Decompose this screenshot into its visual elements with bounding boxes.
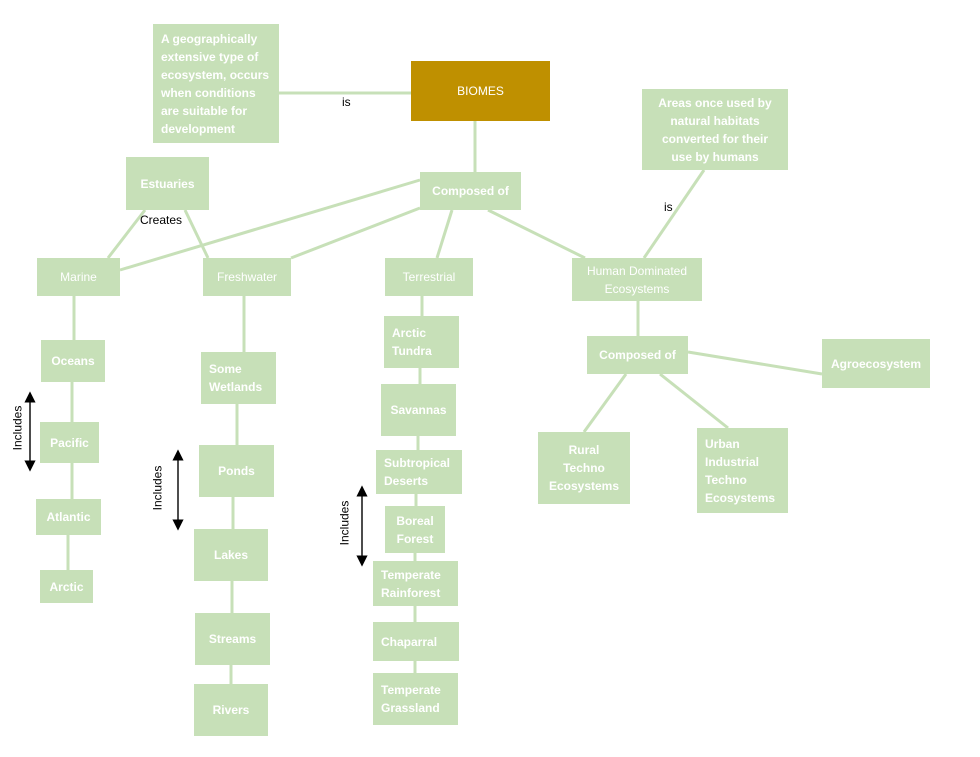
arctic-tundra-node: Arctic Tundra <box>384 316 459 368</box>
connector-composed-marine <box>119 178 421 272</box>
arctic-node: Arctic <box>40 570 93 603</box>
connector-composed-rural <box>582 373 628 433</box>
is-label-root: is <box>342 95 351 109</box>
connector-estuaries-marine <box>106 209 147 259</box>
agroecosystem-node: Agroecosystem <box>822 339 930 388</box>
oceans-node: Oceans <box>41 340 105 382</box>
temperate-rainforest-node: Temperate Rainforest <box>373 561 458 606</box>
atlantic-node: Atlantic <box>36 499 101 535</box>
connector-composed-terrestrial <box>435 209 454 259</box>
human-dominated-node: Human Dominated Ecosystems <box>572 258 702 301</box>
some-wetlands-node: Some Wetlands <box>201 352 276 404</box>
biomes-root-node: BIOMES <box>411 61 550 121</box>
includes-label-freshwater: Includes <box>150 465 165 511</box>
biome-definition-box: A geographically extensive type of ecosy… <box>153 24 279 143</box>
urban-industrial-node: Urban Industrial Techno Ecosystems <box>697 428 788 513</box>
pacific-node: Pacific <box>40 422 99 463</box>
boreal-forest-node: Boreal Forest <box>385 506 445 553</box>
rivers-node: Rivers <box>194 684 268 736</box>
connector-human-definition <box>642 169 706 259</box>
marine-node: Marine <box>37 258 120 296</box>
lakes-node: Lakes <box>194 529 268 581</box>
human-composed-of-node: Composed of <box>587 336 688 374</box>
savannas-node: Savannas <box>381 384 456 436</box>
temperate-grassland-node: Temperate Grassland <box>373 673 458 725</box>
is-label-human: is <box>664 200 673 214</box>
connector-composed-urban <box>659 372 729 430</box>
terrestrial-node: Terrestrial <box>385 258 473 296</box>
streams-node: Streams <box>195 613 270 665</box>
composed-of-node: Composed of <box>420 172 521 210</box>
subtropical-deserts-node: Subtropical Deserts <box>376 450 462 494</box>
rural-techno-node: Rural Techno Ecosystems <box>538 432 630 504</box>
estuaries-node: Estuaries <box>126 157 209 210</box>
chaparral-node: Chaparral <box>373 622 459 661</box>
connector-composed-human <box>487 208 586 260</box>
includes-label-marine: Includes <box>10 405 25 451</box>
creates-label: Creates <box>140 213 183 227</box>
connector-composed-freshwater <box>290 206 421 260</box>
human-definition-box: Areas once used by natural habitats conv… <box>642 89 788 170</box>
freshwater-node: Freshwater <box>203 258 291 296</box>
ponds-node: Ponds <box>199 445 274 497</box>
connector-estuaries-freshwater <box>183 209 210 259</box>
connector-composed-agro <box>687 350 823 376</box>
includes-label-terrestrial: Includes <box>337 500 352 546</box>
